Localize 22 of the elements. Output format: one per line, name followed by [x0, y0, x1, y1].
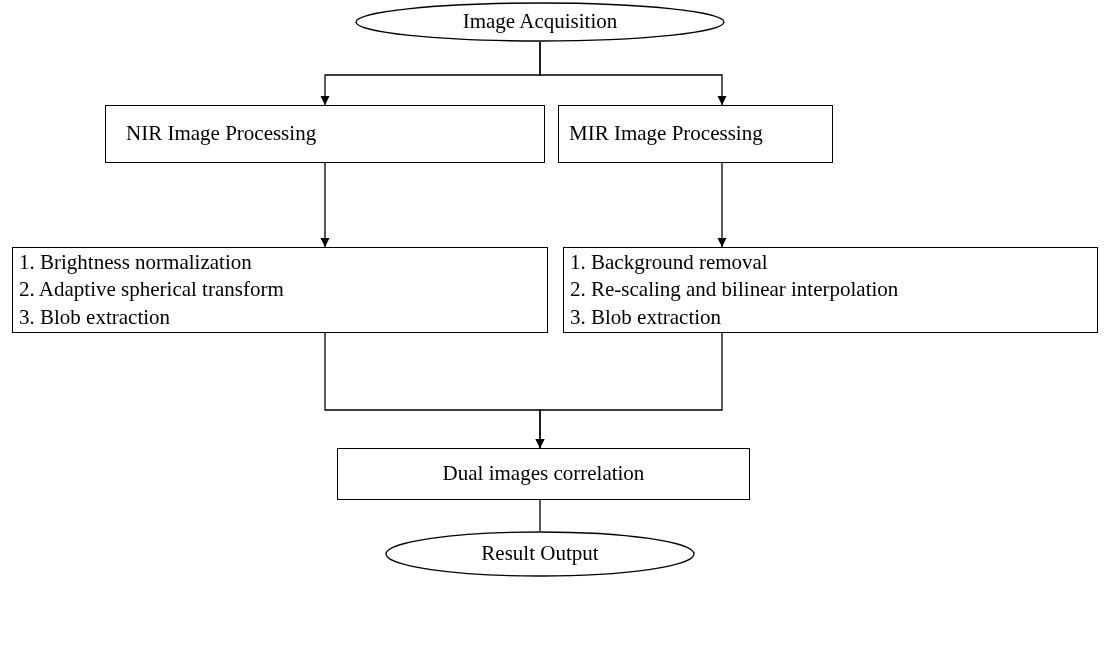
node-label: Image Acquisition	[462, 8, 618, 36]
terminal-ellipse	[355, 2, 725, 42]
arrow	[535, 332, 723, 449]
arrow	[539, 41, 727, 106]
list-item: 1. Brightness normalization	[19, 249, 252, 277]
node-label: NIR Image Processing	[126, 120, 317, 148]
arrow	[320, 162, 330, 248]
process-box	[558, 105, 833, 163]
node-label: Dual images correlation	[442, 460, 645, 488]
step-list-box	[12, 247, 548, 333]
list-item: 3. Blob extraction	[570, 303, 722, 331]
step-list-box	[563, 247, 1098, 333]
node-label: MIR Image Processing	[569, 120, 763, 148]
arrow	[717, 162, 727, 248]
list-item: 2. Adaptive spherical transform	[19, 276, 284, 304]
list-item: 2. Re-scaling and bilinear interpolation	[570, 276, 899, 304]
terminal-ellipse	[385, 531, 695, 577]
list-item: 3. Blob extraction	[19, 303, 171, 331]
node-label: Result Output	[481, 540, 599, 568]
list-item: 1. Background removal	[570, 249, 768, 277]
process-box	[105, 105, 545, 163]
process-box	[337, 448, 750, 500]
